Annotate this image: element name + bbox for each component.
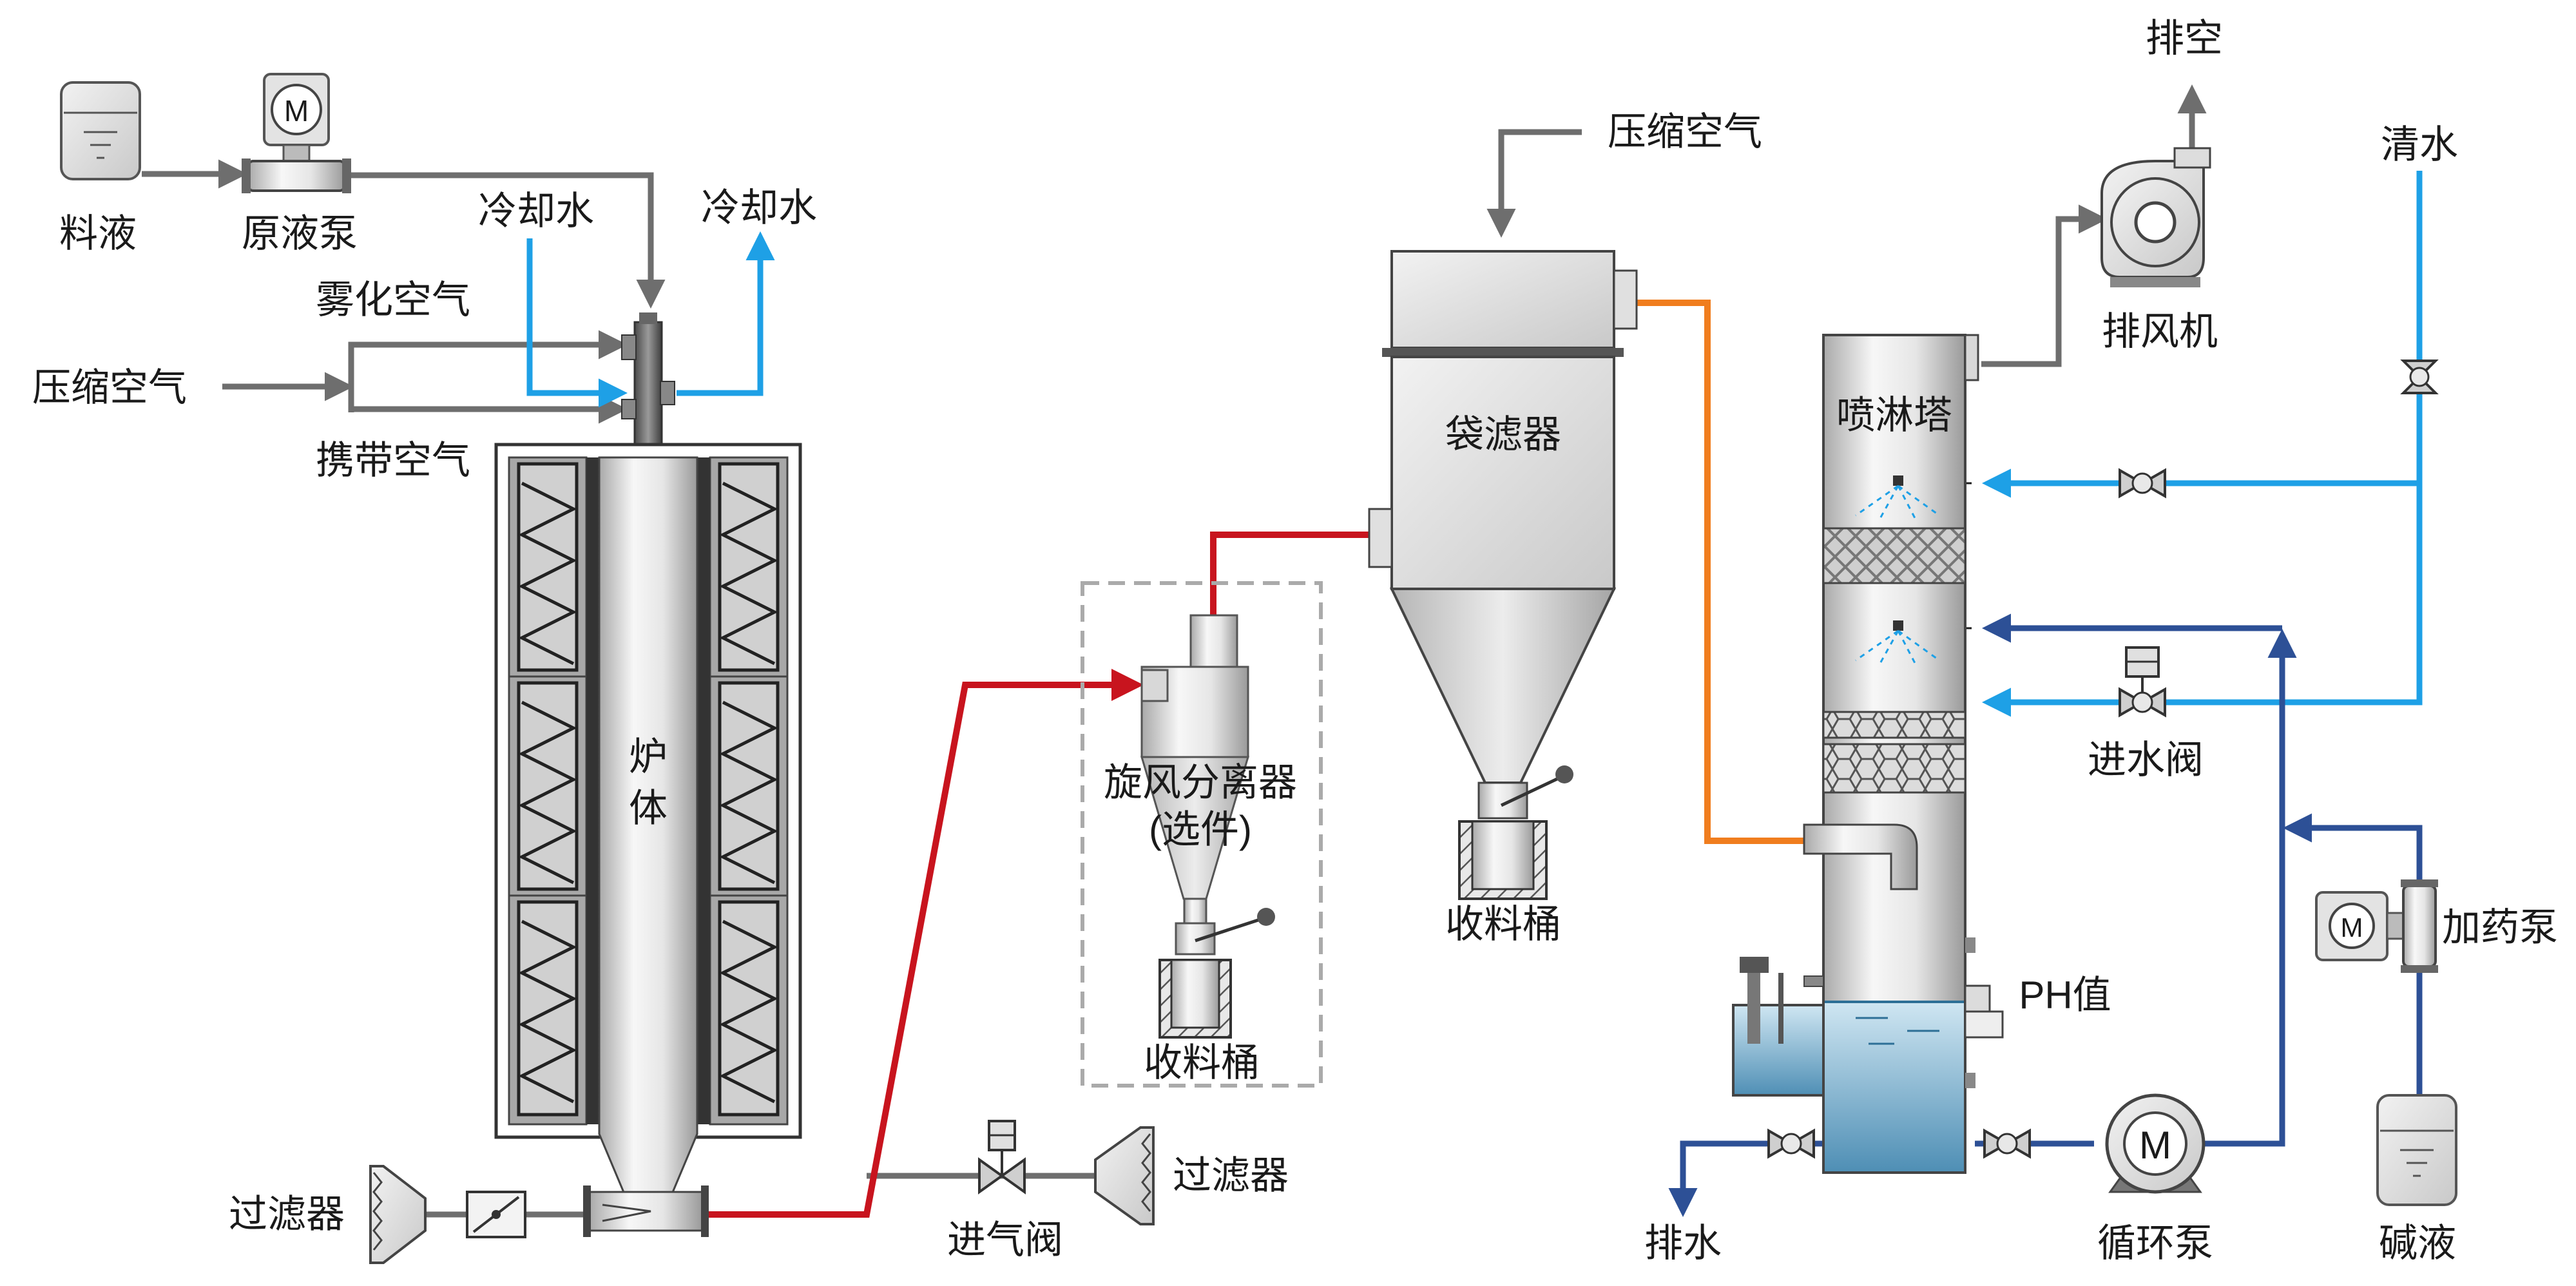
- mid-air-filter: [1094, 1126, 1155, 1225]
- label-feed-liquid: 料液: [59, 212, 137, 255]
- label-compressed-air-bag: 压缩空气: [1608, 110, 1762, 153]
- label-inlet-valve: 进水阀: [2088, 738, 2204, 782]
- cyclone-separator: [1140, 614, 1275, 955]
- label-collector-bag: 收料桶: [1445, 903, 1561, 946]
- label-intake-valve: 进气阀: [947, 1218, 1063, 1262]
- label-cooling-water-out: 冷却水: [701, 186, 817, 229]
- left-air-filter: [369, 1165, 427, 1264]
- circulation-valve: [1983, 1128, 2031, 1159]
- label-alkali: 碱液: [2379, 1222, 2456, 1265]
- exhaust-fan-impeller-icon: [2134, 201, 2177, 244]
- tower-to-fan-line: [1981, 204, 2108, 367]
- label-cyclone-line2: (选件): [1149, 808, 1252, 851]
- intake-valve-body: [978, 1120, 1026, 1195]
- feed-tank: [60, 81, 141, 180]
- label-cyclone-line1: 旋风分离器: [1104, 761, 1297, 804]
- clean-water-valve: [2400, 360, 2439, 394]
- spray-tower: [1732, 334, 2004, 1174]
- label-atomizing-air: 雾化空气: [316, 278, 470, 322]
- label-circulation-pump: 循环泵: [2097, 1222, 2213, 1265]
- circulation-pump: M: [2105, 1093, 2206, 1194]
- heater-coils-right: [718, 462, 780, 1117]
- cooling-water-out-line: [677, 231, 775, 396]
- feed-line-to-nozzle: [345, 172, 666, 309]
- atomizing-air-line: [348, 330, 628, 412]
- label-cooling-water-in: 冷却水: [478, 189, 594, 233]
- bag-compressed-air-line: [1486, 129, 1582, 238]
- drain-valve: [1767, 1128, 1815, 1159]
- label-feed-pump: 原液泵: [242, 212, 358, 255]
- label-vent: 排空: [2146, 17, 2223, 60]
- feed-pump-motor-label: M: [284, 94, 309, 128]
- cyclone-to-bag-line: [1210, 532, 1379, 619]
- label-bag-filter: 袋滤器: [1445, 413, 1561, 456]
- label-ph-value: PH值: [2019, 974, 2111, 1017]
- label-spray-tower: 喷淋塔: [1836, 394, 1952, 437]
- exhaust-fan: [2100, 147, 2211, 287]
- label-filter-left: 过滤器: [229, 1193, 345, 1236]
- cooling-water-in-line: [526, 238, 628, 408]
- circulation-pump-motor-icon: [2123, 1111, 2187, 1176]
- left-damper: [466, 1191, 526, 1238]
- bag-to-tower-line: [1637, 300, 1804, 844]
- hot-gas-line: [702, 669, 1144, 1218]
- label-drain: 排水: [1644, 1222, 1722, 1265]
- dosing-pump-motor-label: M: [2341, 912, 2363, 943]
- bag-collector-bin: [1458, 820, 1548, 900]
- circulation-return-line: [2204, 629, 2297, 1147]
- dosing-pump: M: [2315, 879, 2438, 973]
- spray-water-valve: [2119, 468, 2166, 499]
- label-exhaust-fan: 排风机: [2102, 310, 2218, 353]
- dosing-pump-motor-icon: [2329, 903, 2375, 949]
- dosing-line: [2283, 813, 2423, 1102]
- label-carrier-air: 携带空气: [316, 439, 470, 482]
- inlet-water-valve: [2119, 646, 2166, 718]
- bag-filter: [1368, 250, 1638, 820]
- furnace: [494, 443, 802, 1237]
- pipes: [142, 84, 2423, 1218]
- label-collector-cyclone: 收料桶: [1144, 1041, 1260, 1084]
- label-clean-water: 清水: [2381, 123, 2458, 166]
- cyclone-collector-bin: [1158, 959, 1232, 1039]
- cyclone-optional-frame: [1081, 581, 1323, 1088]
- label-furnace-line1: 炉: [629, 735, 668, 778]
- feed-pump: M: [242, 73, 351, 193]
- label-compressed-air-left: 压缩空气: [32, 366, 187, 409]
- feed-pump-motor-icon: [271, 84, 322, 135]
- heater-coils-left: [517, 462, 579, 1117]
- circulation-pump-motor-label: M: [2139, 1124, 2171, 1167]
- label-dosing-pump: 加药泵: [2442, 906, 2558, 949]
- label-furnace-line2: 体: [629, 787, 668, 830]
- labels: 料液 原液泵 冷却水 冷却水 雾化空气 压缩空气 携带空气 炉 体 过滤器 进气…: [32, 17, 2558, 1265]
- alkali-tank: [2376, 1094, 2457, 1206]
- label-filter-mid: 过滤器: [1173, 1154, 1289, 1197]
- carrier-air-line: [348, 387, 628, 424]
